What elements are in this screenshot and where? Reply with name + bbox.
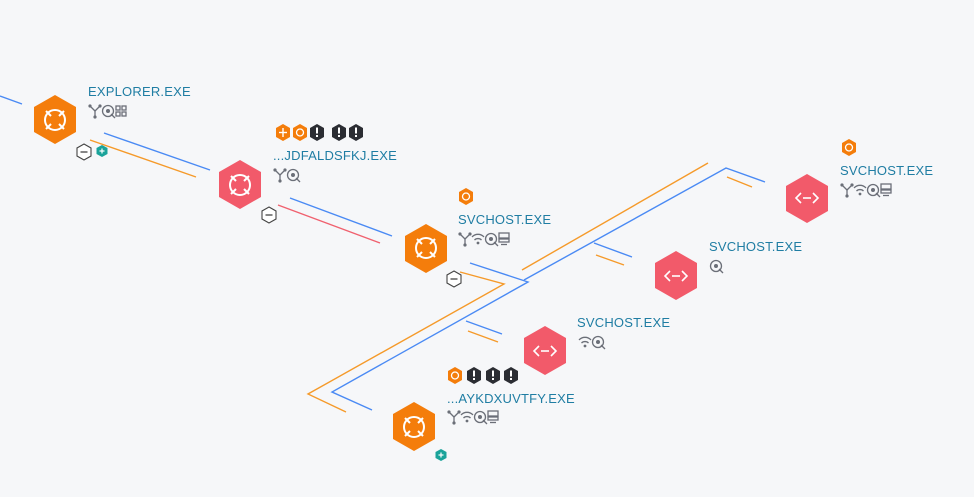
alert-badge[interactable] bbox=[349, 124, 363, 141]
server-icon[interactable] bbox=[880, 183, 892, 197]
connector-lines bbox=[0, 95, 766, 413]
alert-badge[interactable] bbox=[486, 367, 500, 384]
process-hexagon[interactable] bbox=[219, 160, 261, 209]
activity-icons bbox=[88, 104, 892, 425]
target-icon[interactable] bbox=[484, 232, 499, 247]
node-jdfaldsfkj[interactable] bbox=[219, 124, 363, 224]
alert-badge[interactable] bbox=[467, 367, 481, 384]
process-label[interactable]: SVCHOST.EXE bbox=[709, 239, 803, 254]
node-aykdxuvtfy[interactable] bbox=[393, 367, 518, 461]
wifi-icon[interactable] bbox=[460, 411, 474, 423]
badge-row bbox=[448, 367, 518, 384]
node-svchost-3[interactable] bbox=[655, 251, 697, 300]
process-label[interactable]: SVCHOST.EXE bbox=[840, 163, 934, 178]
target-icon[interactable] bbox=[866, 183, 881, 198]
fork-icon[interactable] bbox=[840, 183, 854, 198]
node-svchost-1[interactable] bbox=[405, 188, 473, 288]
shield-badge[interactable] bbox=[459, 188, 473, 205]
fork-icon[interactable] bbox=[458, 232, 472, 247]
process-label[interactable]: ...JDFALDSFKJ.EXE bbox=[273, 148, 398, 163]
expand-control[interactable] bbox=[96, 145, 108, 157]
collapse-control[interactable] bbox=[76, 143, 92, 161]
wifi-icon[interactable] bbox=[578, 336, 592, 348]
process-hexagon[interactable] bbox=[393, 402, 435, 451]
wifi-icon[interactable] bbox=[853, 184, 867, 196]
node-svchost-2[interactable] bbox=[786, 139, 856, 223]
network-badge[interactable] bbox=[276, 124, 290, 141]
process-hexagon[interactable] bbox=[34, 95, 76, 144]
server-icon[interactable] bbox=[487, 410, 499, 424]
target-icon[interactable] bbox=[473, 410, 488, 425]
collapse-control[interactable] bbox=[446, 270, 462, 288]
fork-icon[interactable] bbox=[447, 410, 461, 425]
grid-icon[interactable] bbox=[115, 105, 127, 117]
target-icon[interactable] bbox=[591, 335, 606, 350]
alert-badge[interactable] bbox=[504, 367, 518, 384]
server-icon[interactable] bbox=[498, 232, 510, 246]
node-svchost-4[interactable] bbox=[524, 326, 566, 375]
badge-row bbox=[276, 124, 363, 141]
wifi-icon[interactable] bbox=[471, 233, 485, 245]
fork-icon[interactable] bbox=[273, 168, 287, 183]
expand-control[interactable] bbox=[435, 449, 447, 461]
process-label[interactable]: SVCHOST.EXE bbox=[577, 315, 671, 330]
fork-icon[interactable] bbox=[88, 104, 102, 119]
shield-badge[interactable] bbox=[448, 367, 462, 384]
process-hexagon[interactable] bbox=[405, 224, 447, 273]
collapse-control[interactable] bbox=[261, 206, 277, 224]
shield-badge[interactable] bbox=[293, 124, 307, 141]
target-icon[interactable] bbox=[286, 168, 301, 183]
shield-badge[interactable] bbox=[842, 139, 856, 156]
node-explorer[interactable] bbox=[34, 95, 108, 161]
target-icon[interactable] bbox=[101, 104, 116, 119]
process-label[interactable]: SVCHOST.EXE bbox=[458, 212, 552, 227]
alert-badge[interactable] bbox=[332, 124, 346, 141]
target-icon[interactable] bbox=[709, 259, 724, 274]
process-label[interactable]: ...AYKDXUVTFY.EXE bbox=[447, 391, 575, 406]
process-label[interactable]: EXPLORER.EXE bbox=[88, 84, 191, 99]
alert-badge[interactable] bbox=[310, 124, 324, 141]
